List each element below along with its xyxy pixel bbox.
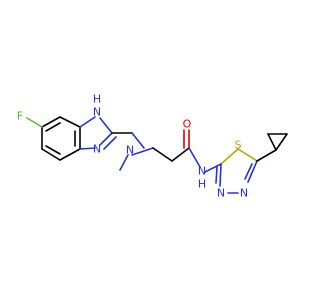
ch2-n-bond bbox=[131, 132, 145, 149]
chain-bond-1 bbox=[152, 147, 173, 162]
amide-nitrogen-label: N bbox=[198, 165, 206, 178]
molecule-structure: F H N N N O N H S N N bbox=[17, 93, 288, 200]
n-methyl-bond bbox=[119, 154, 129, 171]
imidazole-ring bbox=[79, 116, 117, 150]
chain-bond-2 bbox=[171, 147, 190, 162]
amide-hydrogen-label: H bbox=[198, 178, 206, 191]
nh-nitrogen-label: N bbox=[93, 106, 101, 119]
nh-hydrogen-label: H bbox=[93, 93, 101, 106]
cyclopropyl-group bbox=[256, 133, 288, 162]
n-ch2-bond bbox=[131, 147, 154, 156]
benzimidazole-n-label: N bbox=[93, 143, 101, 156]
sulfur-atom-label: S bbox=[235, 139, 242, 152]
fluorine-atom-label: F bbox=[17, 110, 23, 123]
oxygen-atom-label: O bbox=[183, 118, 192, 131]
n-thiadiazole-bond bbox=[204, 163, 222, 173]
c-f-bond bbox=[26, 117, 43, 128]
thiadiazole-n1-label: N bbox=[240, 187, 248, 200]
thiadiazole-ring bbox=[215, 148, 258, 194]
benzene-ring bbox=[41, 116, 81, 161]
thiadiazole-n2-label: N bbox=[217, 187, 225, 200]
amide-bond bbox=[188, 147, 201, 168]
n-methyl-label: N bbox=[126, 144, 134, 157]
